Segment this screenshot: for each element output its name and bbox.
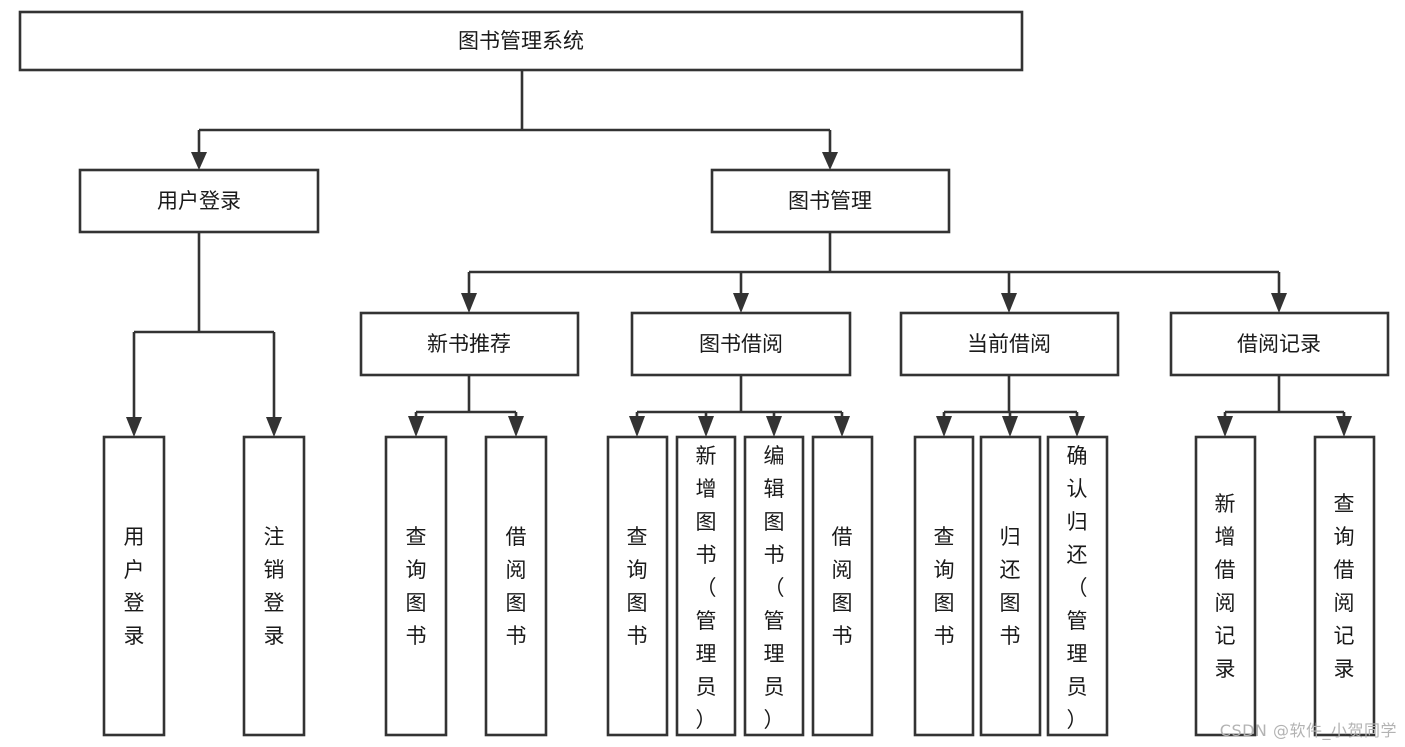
leaf-borrow-book-2-box[interactable]	[811, 435, 874, 737]
node-user-login[interactable]: 用户登录	[78, 168, 320, 234]
arrow-leaf-add-record	[1217, 416, 1233, 437]
node-leaf-borrow-book-1[interactable]: 借阅图书	[484, 435, 548, 737]
node-book-manage[interactable]: 图书管理	[710, 168, 951, 234]
node-borrow-record[interactable]: 借阅记录	[1169, 311, 1390, 377]
root-label: 图书管理系统	[458, 29, 584, 53]
leaf-query-book-2-label: 查询图书	[627, 525, 648, 648]
book-borrow-box[interactable]	[630, 311, 852, 377]
leaf-query-book-1-box[interactable]	[384, 435, 448, 737]
book-borrow-label: 图书借阅	[699, 332, 783, 356]
node-leaf-edit-book[interactable]: 编辑图书（管理员）	[743, 435, 805, 737]
arrow-leaf-confirm-return	[1069, 416, 1085, 437]
leaf-query-book-1-label: 查询图书	[406, 525, 427, 648]
leaf-add-book-box[interactable]	[675, 435, 737, 737]
node-leaf-user-logout[interactable]: 注销登录	[242, 435, 306, 737]
leaf-query-record-box[interactable]	[1313, 435, 1376, 737]
arrow-leaf-query-book-2	[629, 416, 645, 437]
leaf-confirm-return-box[interactable]	[1046, 435, 1109, 737]
leaf-add-record-box[interactable]	[1194, 435, 1257, 737]
node-leaf-add-record[interactable]: 新增借阅记录	[1194, 435, 1257, 737]
current-borrow-label: 当前借阅	[967, 332, 1051, 356]
leaf-add-record-label: 新增借阅记录	[1215, 492, 1236, 681]
arrow-book-borrow	[733, 293, 749, 313]
arrow-leaf-query-record	[1336, 416, 1352, 437]
node-current-borrow[interactable]: 当前借阅	[899, 311, 1120, 377]
leaf-user-login-label: 用户登录	[124, 525, 145, 648]
arrow-leaf-query-book-1	[408, 416, 424, 437]
leaf-add-book-label: 新增图书（管理员）	[696, 444, 717, 732]
leaf-user-logout-box[interactable]	[242, 435, 306, 737]
root-box[interactable]	[18, 10, 1024, 72]
leaf-confirm-return-label: 确认归还（管理员）	[1067, 444, 1088, 732]
book-manage-label: 图书管理	[788, 189, 872, 213]
user-login-box[interactable]	[78, 168, 320, 234]
leaf-query-book-3-box[interactable]	[913, 435, 975, 737]
node-root[interactable]: 图书管理系统	[18, 10, 1024, 72]
arrow-leaf-add-book	[698, 416, 714, 437]
arrow-leaf-borrow-book-2	[834, 416, 850, 437]
arrow-leaf-user-login	[126, 417, 142, 437]
leaf-return-book-label: 归还图书	[1000, 525, 1021, 648]
node-leaf-query-book-3[interactable]: 查询图书	[913, 435, 975, 737]
new-book-recommend-box[interactable]	[359, 311, 580, 377]
arrow-book-manage	[822, 152, 838, 170]
leaf-return-book-box[interactable]	[979, 435, 1042, 737]
connector-layer	[126, 70, 1352, 437]
arrow-current-borrow	[1001, 293, 1017, 313]
leaf-user-login-box[interactable]	[102, 435, 166, 737]
node-leaf-query-record[interactable]: 查询借阅记录	[1313, 435, 1376, 737]
node-leaf-return-book[interactable]: 归还图书	[979, 435, 1042, 737]
leaf-borrow-book-2-label: 借阅图书	[832, 525, 853, 648]
node-leaf-confirm-return[interactable]: 确认归还（管理员）	[1046, 435, 1109, 737]
node-new-book-recommend[interactable]: 新书推荐	[359, 311, 580, 377]
leaf-edit-book-box[interactable]	[743, 435, 805, 737]
node-leaf-query-book-1[interactable]: 查询图书	[384, 435, 448, 737]
node-book-borrow[interactable]: 图书借阅	[630, 311, 852, 377]
node-leaf-borrow-book-2[interactable]: 借阅图书	[811, 435, 874, 737]
book-manage-box[interactable]	[710, 168, 951, 234]
leaf-user-logout-label: 注销登录	[264, 525, 285, 648]
leaf-query-record-label: 查询借阅记录	[1334, 492, 1355, 681]
arrow-leaf-query-book-3	[936, 416, 952, 437]
arrow-user-login	[191, 152, 207, 170]
arrow-leaf-edit-book	[766, 416, 782, 437]
new-book-recommend-label: 新书推荐	[427, 332, 511, 356]
borrow-record-label: 借阅记录	[1237, 332, 1321, 356]
arrow-leaf-user-logout	[266, 417, 282, 437]
leaf-borrow-book-1-label: 借阅图书	[506, 525, 527, 648]
arrow-new-book-recommend	[461, 293, 477, 313]
borrow-record-box[interactable]	[1169, 311, 1390, 377]
leaf-borrow-book-1-box[interactable]	[484, 435, 548, 737]
leaf-query-book-3-label: 查询图书	[934, 525, 955, 648]
arrow-leaf-borrow-book-1	[508, 416, 524, 437]
node-leaf-user-login[interactable]: 用户登录	[102, 435, 166, 737]
current-borrow-box[interactable]	[899, 311, 1120, 377]
arrow-borrow-record	[1271, 293, 1287, 313]
leaf-query-book-2-box[interactable]	[606, 435, 669, 737]
arrow-leaf-return-book	[1002, 416, 1018, 437]
node-leaf-query-book-2[interactable]: 查询图书	[606, 435, 669, 737]
node-leaf-add-book[interactable]: 新增图书（管理员）	[675, 435, 737, 737]
leaf-edit-book-label: 编辑图书（管理员）	[764, 444, 785, 732]
user-login-label: 用户登录	[157, 189, 241, 213]
